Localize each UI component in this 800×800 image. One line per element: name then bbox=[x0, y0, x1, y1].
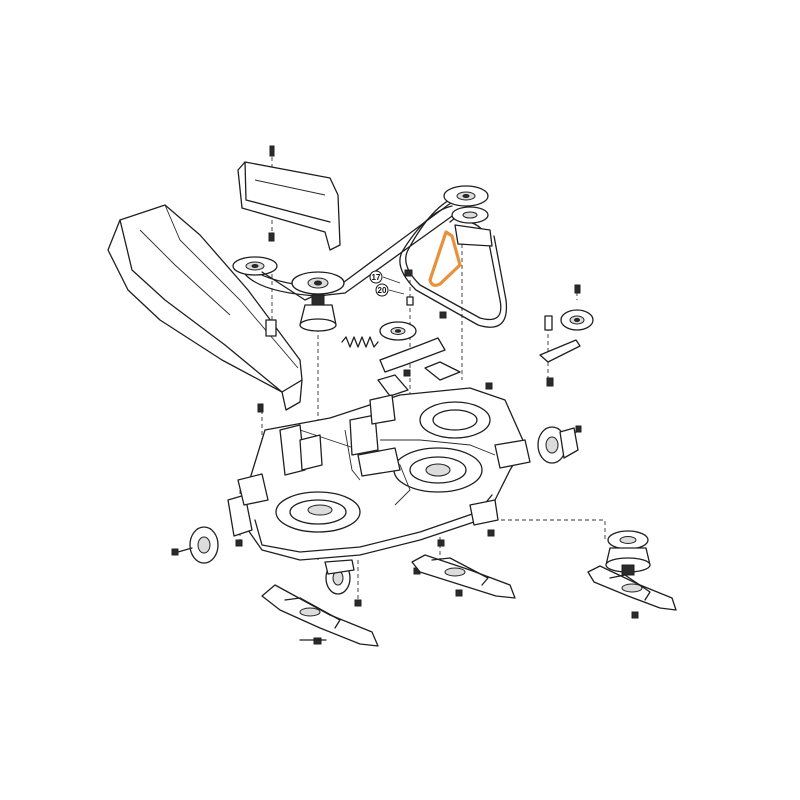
highlighted-part bbox=[428, 230, 462, 287]
center-spindle-pulley bbox=[291, 271, 345, 332]
callouts: 17 20 bbox=[369, 270, 405, 297]
idler-pulley-mid bbox=[379, 321, 417, 341]
gauge-wheel-front bbox=[324, 559, 355, 595]
hardware bbox=[235, 145, 639, 645]
double-pulley bbox=[443, 185, 493, 247]
gauge-wheel-left bbox=[171, 526, 219, 564]
mower-deck bbox=[227, 387, 531, 561]
belt-loop-icon bbox=[428, 230, 462, 287]
blade-left bbox=[261, 584, 379, 647]
callout-17: 17 bbox=[372, 273, 381, 282]
blade-center bbox=[411, 554, 516, 599]
gauge-wheel-right bbox=[537, 426, 579, 464]
springs bbox=[321, 336, 461, 491]
callout-20: 20 bbox=[378, 286, 387, 295]
spindle-assembly-right bbox=[605, 530, 651, 576]
idler-pulley-right bbox=[539, 309, 594, 363]
blade-right bbox=[587, 565, 677, 611]
belt-cover bbox=[237, 161, 341, 251]
